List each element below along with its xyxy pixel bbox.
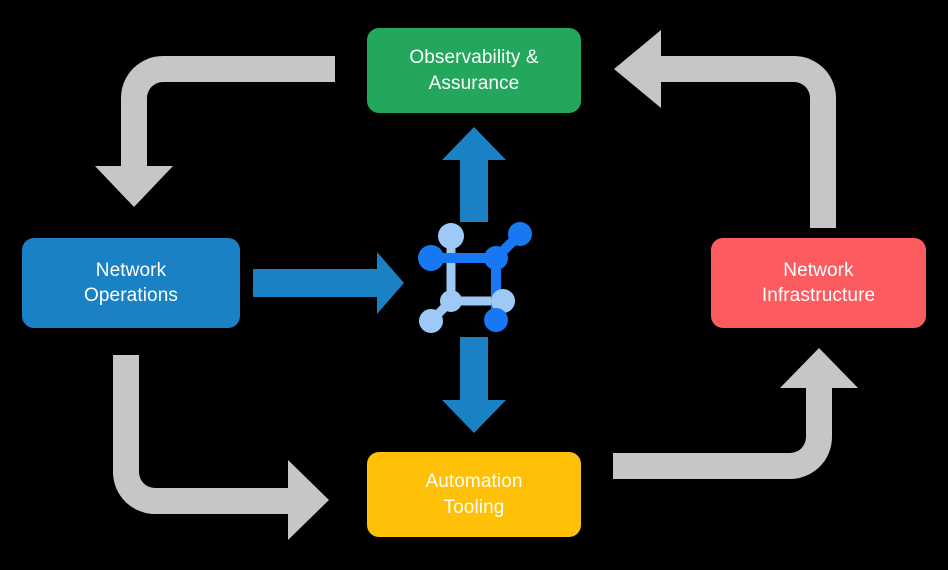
node-box-network-infrastructure[interactable]: Network Infrastructure [711,238,926,328]
arrow-center-to-observability [442,127,506,222]
node-box-observability-assurance[interactable]: Observability & Assurance [367,28,581,113]
node-label-observability-assurance: Observability & Assurance [409,47,539,94]
arrow-observability-to-network-operations [95,56,335,207]
arrow-center-to-automation-tooling [442,337,506,433]
node-box-network-operations[interactable]: Network Operations [22,238,240,328]
node-label-automation-tooling: Automation Tooling [425,471,523,518]
node-box-automation-tooling[interactable]: Automation Tooling [367,452,581,537]
network-icon-dark-nodes [418,222,532,332]
network-icon-light-nodes [419,223,515,333]
arrow-network-operations-to-center [253,252,404,314]
arrow-network-infrastructure-to-observability [614,30,836,228]
node-label-network-infrastructure: Network Infrastructure [761,259,876,306]
network-topology-icon [418,222,532,333]
arrow-automation-tooling-to-network-infrastructure [613,348,858,479]
arrow-network-operations-to-automation-tooling [113,355,329,540]
node-label-network-operations: Network Operations [84,259,178,306]
